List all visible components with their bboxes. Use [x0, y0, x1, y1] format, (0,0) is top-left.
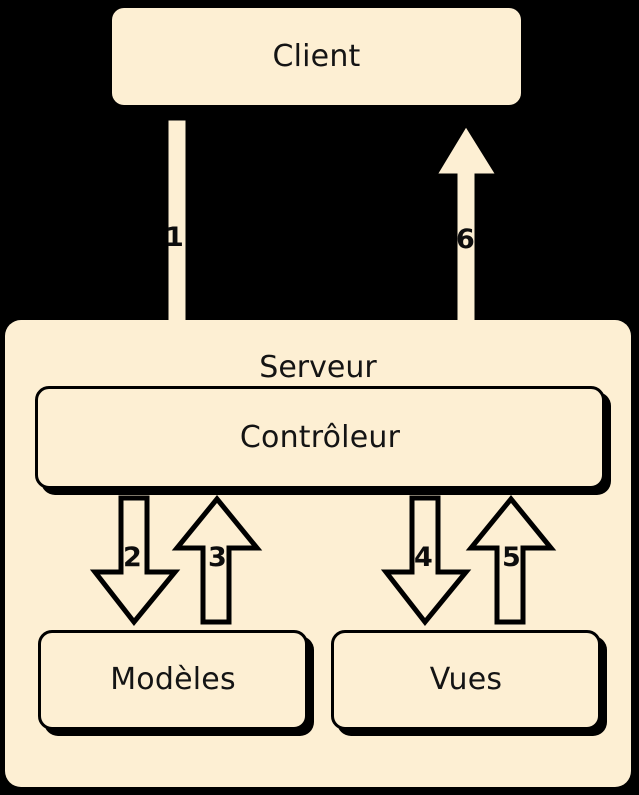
- arrow-2-number: 2: [123, 542, 142, 573]
- arrow-3-modeles-to-controleur: 3: [171, 494, 263, 626]
- node-serveur-label: Serveur: [259, 350, 377, 385]
- arrow-4-controleur-to-vues: 4: [380, 494, 472, 627]
- node-client-label: Client: [272, 38, 361, 74]
- arrow-3-number: 3: [208, 542, 227, 573]
- node-vues[interactable]: Vues: [331, 630, 601, 730]
- arrow-1-number: 1: [165, 222, 184, 253]
- arrow-5-number: 5: [502, 542, 521, 573]
- node-vues-label: Vues: [429, 662, 503, 697]
- arrow-5-vues-to-controleur: 5: [465, 494, 557, 626]
- node-client[interactable]: Client: [112, 8, 521, 105]
- arrow-6-number: 6: [456, 224, 475, 255]
- node-modeles-label: Modèles: [110, 662, 236, 697]
- arrow-4-number: 4: [414, 542, 433, 573]
- node-controleur-label: Contrôleur: [239, 419, 401, 455]
- node-controleur[interactable]: Contrôleur: [35, 386, 605, 489]
- arrow-2-controleur-to-modeles: 2: [89, 494, 181, 627]
- node-modeles[interactable]: Modèles: [38, 630, 308, 730]
